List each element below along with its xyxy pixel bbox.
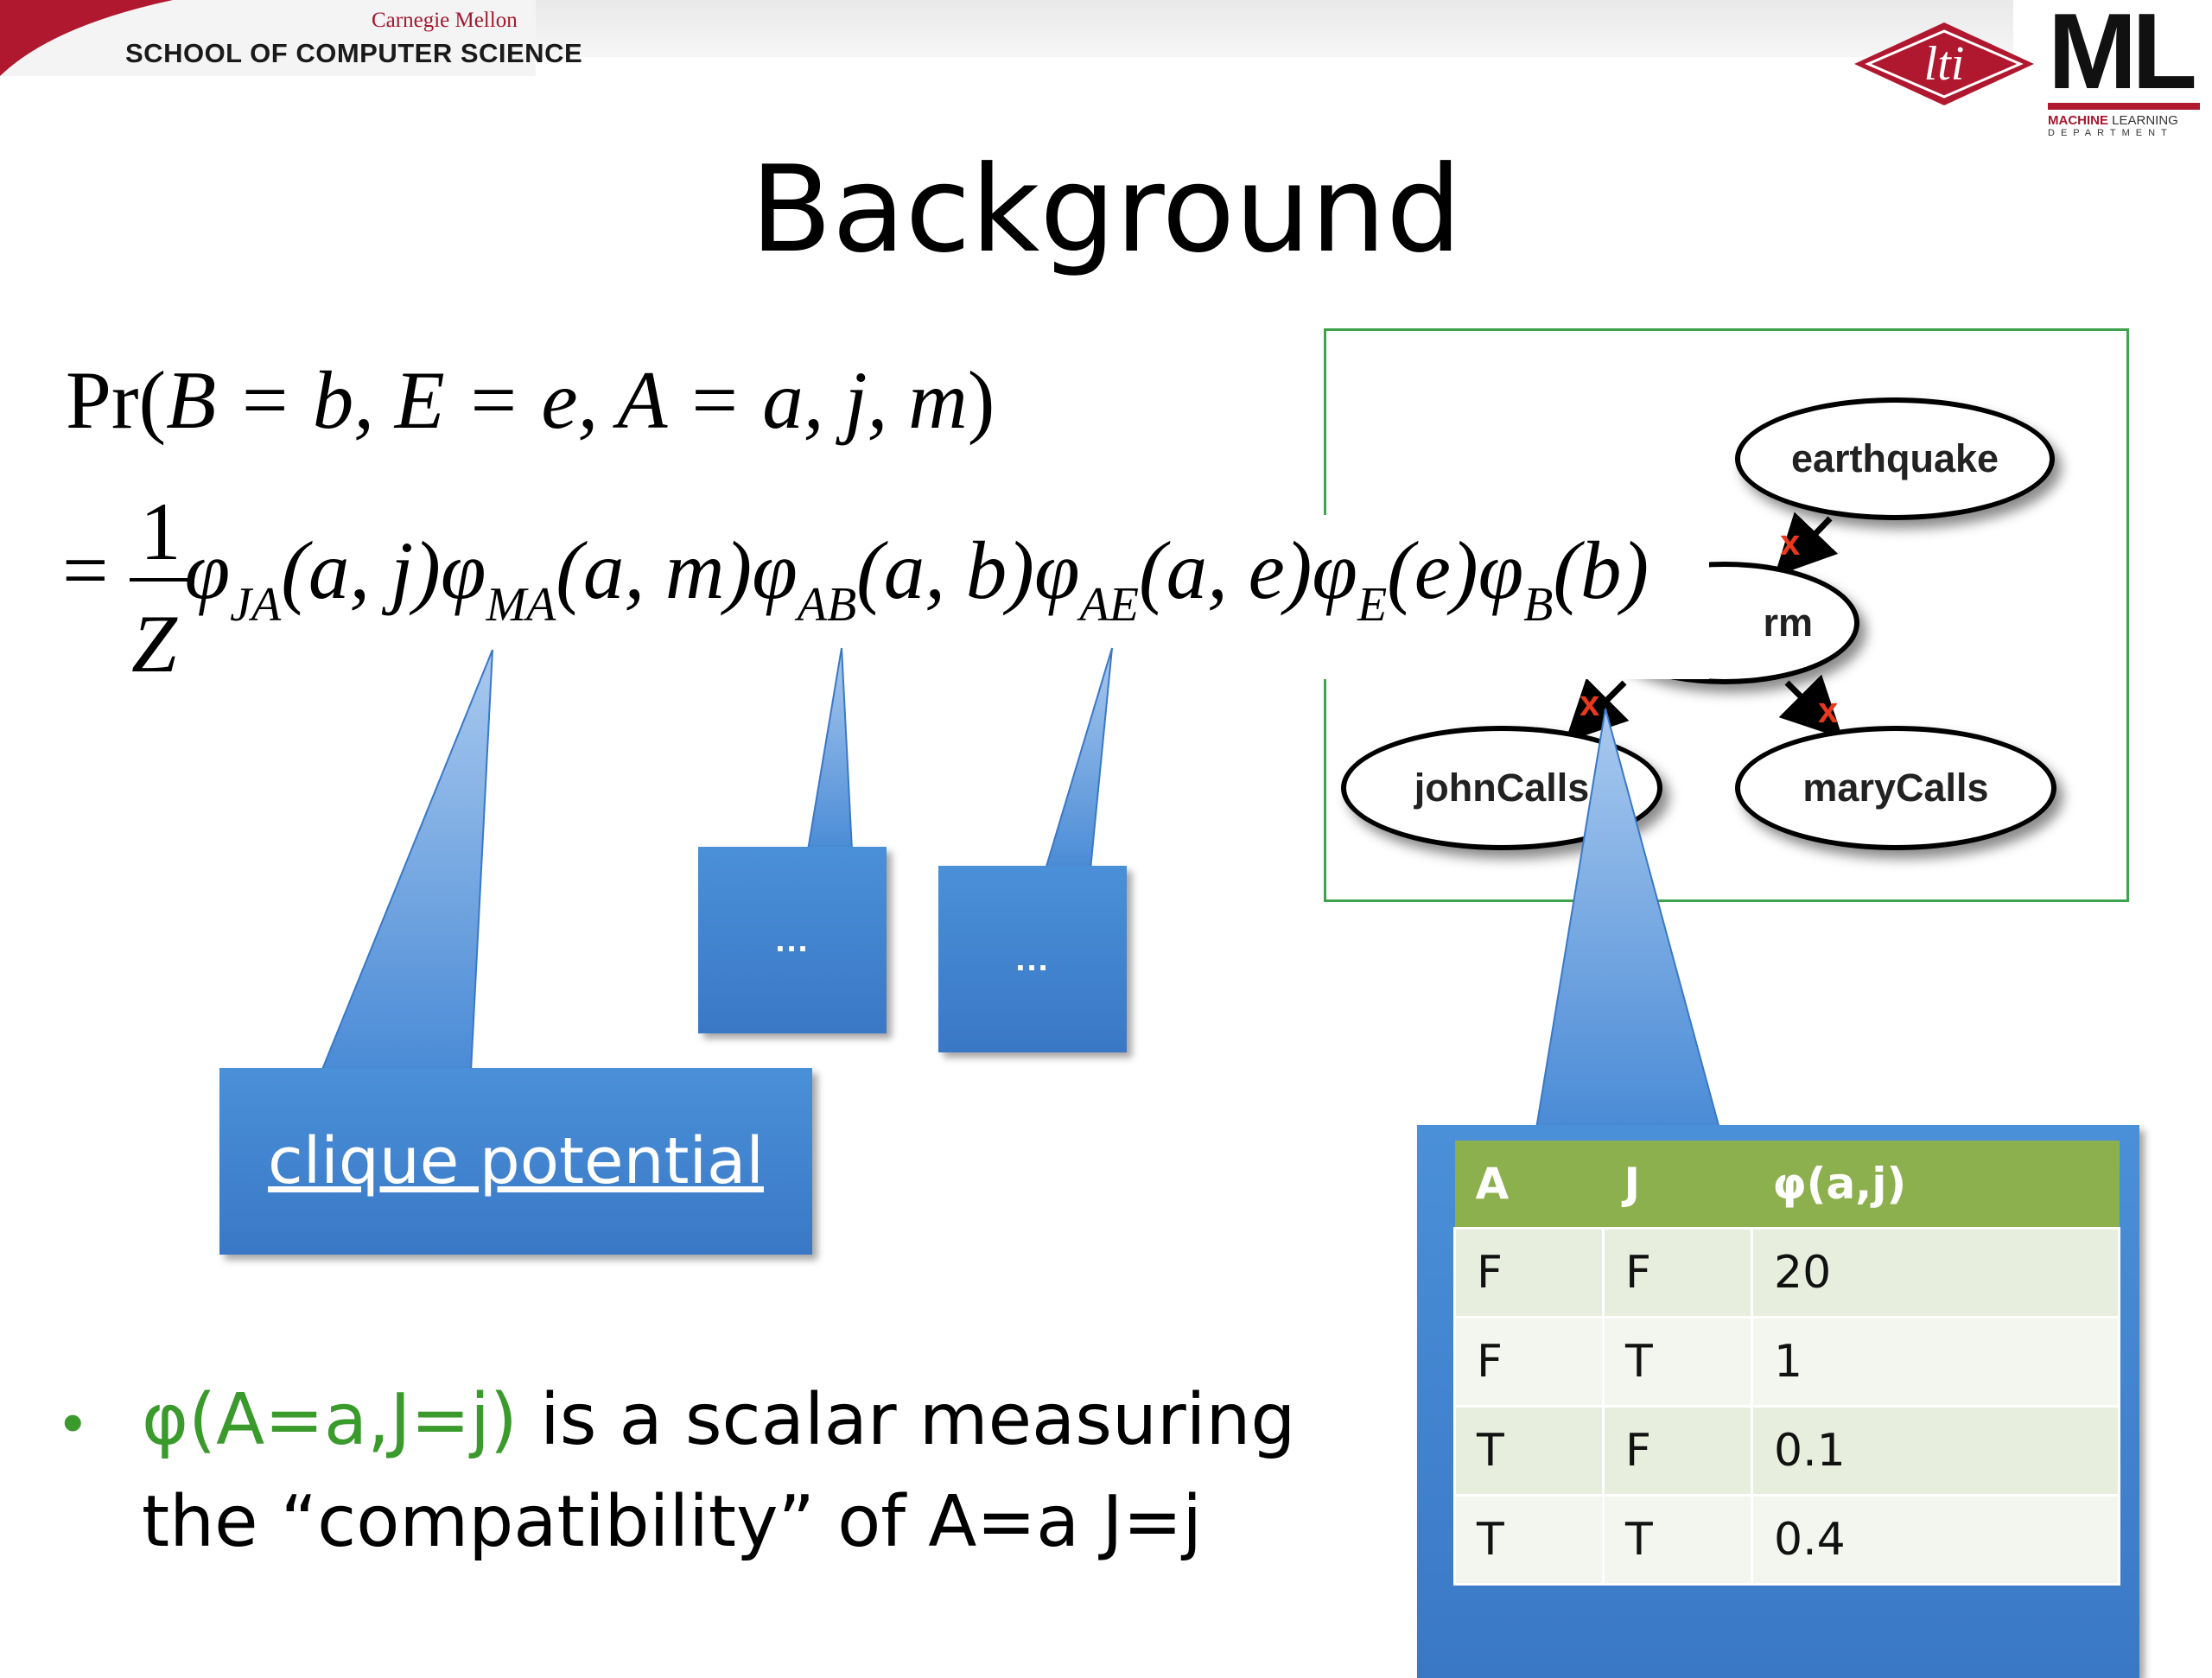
cell-a: T (1453, 1405, 1605, 1497)
ml-logo: ML MACHINE LEARNING DEPARTMENT (2048, 0, 2200, 139)
cell-phi: 0.4 (1751, 1494, 2120, 1586)
table-header-row: A J φ(a,j) (1454, 1141, 2120, 1229)
ml-logo-machine: MACHINE (2048, 113, 2108, 128)
factor-b-args: (b) (1553, 524, 1649, 616)
lti-diamond-icon: lti (1854, 22, 2034, 105)
table-pointer (1535, 708, 1721, 1129)
col-header-a: A (1454, 1141, 1604, 1229)
cmu-name: Carnegie Mellon (372, 9, 518, 32)
col-header-phi: φ(a,j) (1751, 1141, 2120, 1229)
callout-ae: ... (938, 866, 1127, 1052)
clique-pointer (320, 649, 493, 1072)
dots2-pointer (1044, 647, 1113, 870)
factor-ae-sub: AE (1079, 578, 1139, 632)
potential-table: A J φ(a,j) F F 20 F T 1 T F 0.1 T T 0.4 (1453, 1141, 2120, 1586)
factor-ae-symbol: φ (1033, 524, 1080, 616)
edge-alarm-john (1565, 677, 1630, 742)
table-row: F F 20 (1453, 1227, 2120, 1319)
table-row: T T 0.4 (1453, 1494, 2120, 1586)
clique-callout: clique potential (219, 1068, 812, 1255)
ml-logo-line2: DEPARTMENT (2048, 128, 2173, 138)
cell-a: F (1453, 1227, 1605, 1319)
fraction-bar (130, 578, 192, 582)
bullet-rest: is a scalar measuring the “compatibility… (142, 1379, 1296, 1563)
factor-e-sub: E (1357, 578, 1388, 632)
node-earthquake: earthquake (1735, 397, 2055, 520)
col-header-j: J (1603, 1141, 1752, 1229)
formula-pr: Pr( (66, 354, 167, 446)
cell-j: T (1602, 1494, 1753, 1586)
factor-ja-symbol: φ (184, 524, 231, 616)
cell-j: F (1602, 1405, 1753, 1497)
slide-title: Background (750, 140, 1462, 279)
bullet-dot-icon: • (62, 1389, 84, 1456)
cell-phi: 0.1 (1751, 1405, 2120, 1497)
ml-letters: ML (2048, 0, 2197, 111)
fraction-denominator: Z (131, 598, 177, 690)
cut-mark-2: x (1580, 683, 1600, 723)
factor-ab-args: (a, b) (856, 524, 1034, 616)
cell-a: F (1453, 1316, 1605, 1408)
cell-j: T (1602, 1316, 1753, 1408)
factor-ab-symbol: φ (752, 524, 798, 616)
formula-backdrop (0, 515, 1709, 679)
factor-e-args: (e) (1387, 524, 1478, 616)
cell-phi: 1 (1751, 1316, 2120, 1408)
factor-ja-args: (a, j) (281, 524, 441, 616)
edge-earthquake-alarm (1774, 512, 1839, 577)
cmu-red-wedge (0, 0, 173, 76)
cut-mark-3: x (1818, 690, 1839, 730)
factor-ma-args: (a, m) (556, 524, 753, 616)
factor-ma-sub: MA (486, 578, 556, 632)
factor-ma-symbol: φ (440, 524, 486, 616)
table-row: T F 0.1 (1453, 1405, 2120, 1497)
cell-a: T (1453, 1494, 1605, 1586)
fraction-numerator: 1 (140, 486, 181, 577)
formula-line-1: Pr(B = b, E = e, A = a, j, m) (66, 353, 995, 448)
node-marycalls: maryCalls (1735, 726, 2056, 850)
ml-logo-learning: LEARNING (2108, 113, 2178, 128)
cell-j: F (1602, 1227, 1753, 1319)
table-row: F T 1 (1453, 1316, 2120, 1408)
cut-mark-1: x (1780, 522, 1801, 563)
factor-b-symbol: φ (1478, 524, 1524, 616)
lti-text: lti (1924, 37, 1965, 91)
factor-ja-sub: JA (230, 578, 282, 632)
ml-logo-bar (2048, 103, 2200, 110)
factor-b-sub: B (1523, 578, 1554, 632)
callout-ab: ... (698, 847, 887, 1033)
bullet-highlight: φ(A=a,J=j) (142, 1379, 518, 1461)
formula-line-2: =φJA(a, j)φMA(a, m)φAB(a, b)φAE(a, e)φE(… (62, 523, 1649, 632)
formula-args: B = b, E = e, A = a, j, m (166, 354, 968, 446)
factor-ab-sub: AB (797, 578, 857, 632)
ml-logo-line1: MACHINE LEARNING (2048, 113, 2200, 128)
clique-potential-link[interactable]: clique potential (268, 1124, 764, 1198)
bullet-text: φ(A=a,J=j) is a scalar measuring the “co… (142, 1370, 1351, 1573)
callout-ab-text: ... (775, 920, 810, 959)
callout-ae-text: ... (1015, 939, 1050, 978)
factor-ae-args: (a, e) (1138, 524, 1313, 616)
school-name: SCHOOL OF COMPUTER SCIENCE (125, 38, 583, 68)
edge-alarm-mary (1778, 674, 1843, 739)
cell-phi: 20 (1751, 1227, 2120, 1319)
dots1-pointer (806, 647, 854, 851)
factor-e-symbol: φ (1312, 524, 1357, 616)
formula-close: ) (967, 354, 995, 446)
formula-equals: = (62, 524, 109, 616)
lti-logo: lti (1849, 17, 2039, 111)
